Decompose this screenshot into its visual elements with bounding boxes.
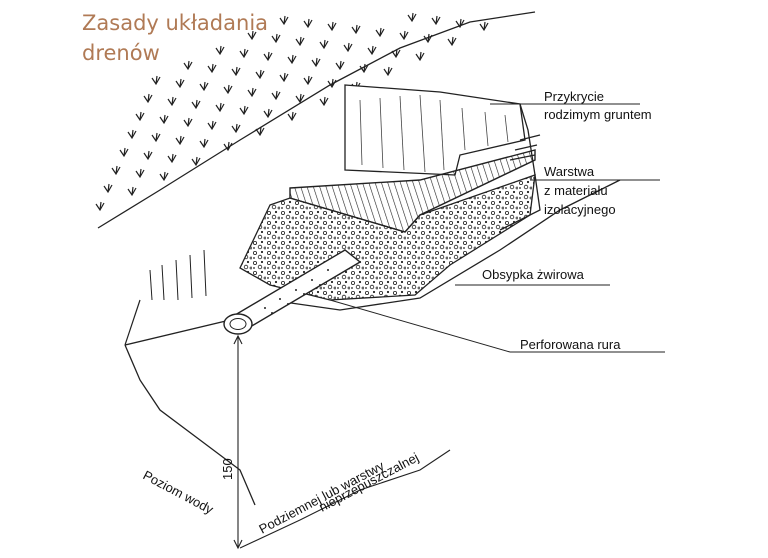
lower-ground-edge	[124, 344, 256, 506]
dimension-150	[233, 334, 243, 550]
label-insulation-line2: z materiału	[544, 183, 608, 198]
label-pipe: Perforowana rura	[520, 337, 621, 352]
dimension-value: 150	[220, 458, 235, 480]
grass-surface	[95, 12, 489, 212]
diagram-title: Zasady układania drenów	[82, 8, 268, 68]
label-water-level: Poziom wody	[141, 467, 217, 517]
cover-soil-block	[344, 84, 526, 176]
label-insulation-line1: Warstwa	[544, 164, 595, 179]
label-insulation-line3: izolacyjnego	[544, 202, 616, 217]
label-substrate-line1: Podziemnej lub warstwy	[256, 458, 387, 537]
label-gravel: Obsypka żwirowa	[482, 267, 585, 282]
label-leaders	[329, 103, 665, 353]
diagram-title-line1: Zasady układania	[82, 11, 269, 35]
ground-surface-edge	[97, 11, 536, 229]
label-cover-line1: Przykrycie	[544, 89, 604, 104]
label-cover-line2: rodzimym gruntem	[544, 107, 652, 122]
impermeable-layer-line	[239, 449, 451, 549]
diagram-title-line2: drenów	[82, 41, 160, 65]
perforated-pipe	[223, 249, 362, 335]
